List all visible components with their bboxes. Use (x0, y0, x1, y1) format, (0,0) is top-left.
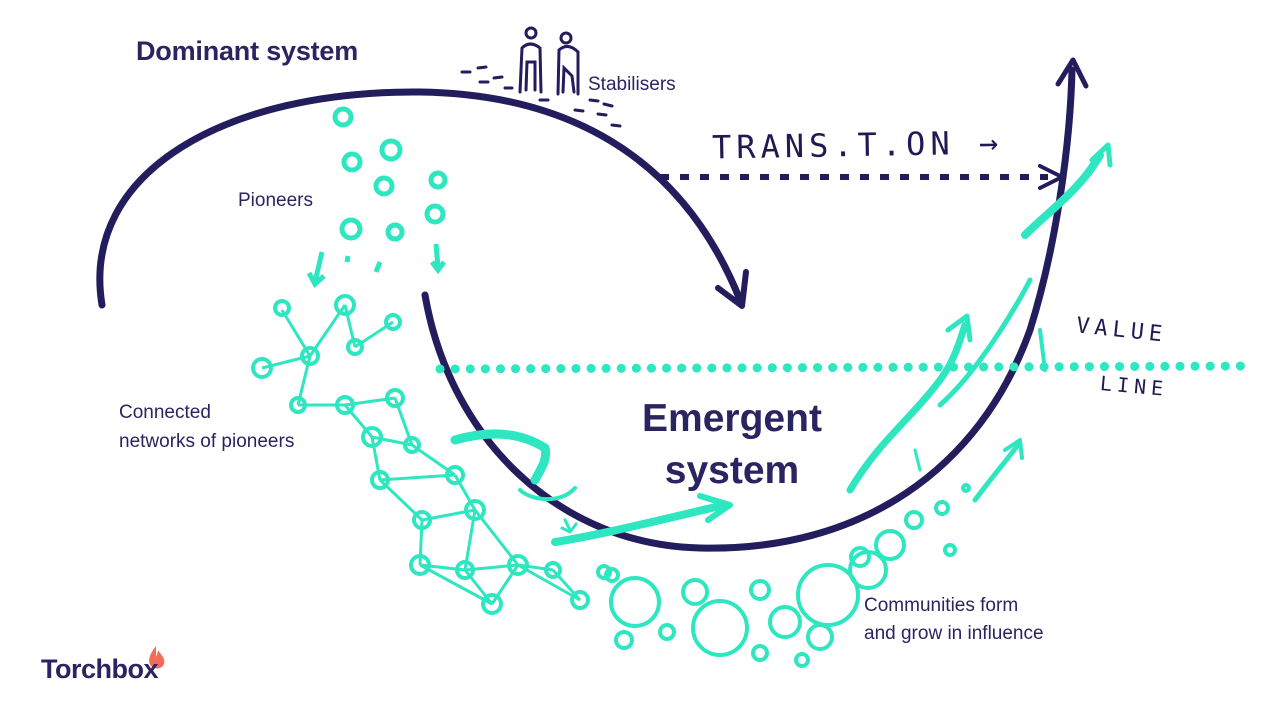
communities-label: Communities form and grow in influence (864, 592, 1124, 648)
connected-networks-label: Connected networks of pioneers (119, 398, 399, 456)
communities-line-1: Communities form (864, 595, 1019, 616)
emergent-arrowhead (1055, 57, 1089, 89)
emergent-system-curve (421, 66, 1076, 552)
pioneers-label: Pioneers (238, 190, 313, 211)
connected-line-1: Connected (119, 402, 211, 423)
emergent-system-label: Emergent system (622, 393, 842, 497)
stabilisers-figures (460, 26, 622, 128)
stabilisers-label: Stabilisers (588, 74, 676, 95)
value-line (435, 361, 1250, 374)
pioneer-dots (306, 106, 448, 288)
flame-icon (149, 646, 165, 669)
transition-arrowhead (1038, 164, 1064, 190)
community-bubbles (604, 483, 971, 668)
emergent-line-2: system (664, 449, 800, 492)
growth-arrows (450, 142, 1113, 546)
dominant-system-title: Dominant system (136, 36, 359, 66)
torchbox-logo: Torchbox (41, 654, 159, 684)
dominant-arrowhead (715, 269, 749, 309)
communities-line-2: and grow in influence (864, 623, 1044, 644)
emergent-line-1: Emergent (642, 397, 822, 440)
dominant-system-arc (96, 88, 744, 309)
connected-line-2: networks of pioneers (119, 431, 295, 452)
pioneer-network (251, 294, 612, 615)
transition-handwritten-label: TRANS.T.ON → (711, 123, 1004, 167)
